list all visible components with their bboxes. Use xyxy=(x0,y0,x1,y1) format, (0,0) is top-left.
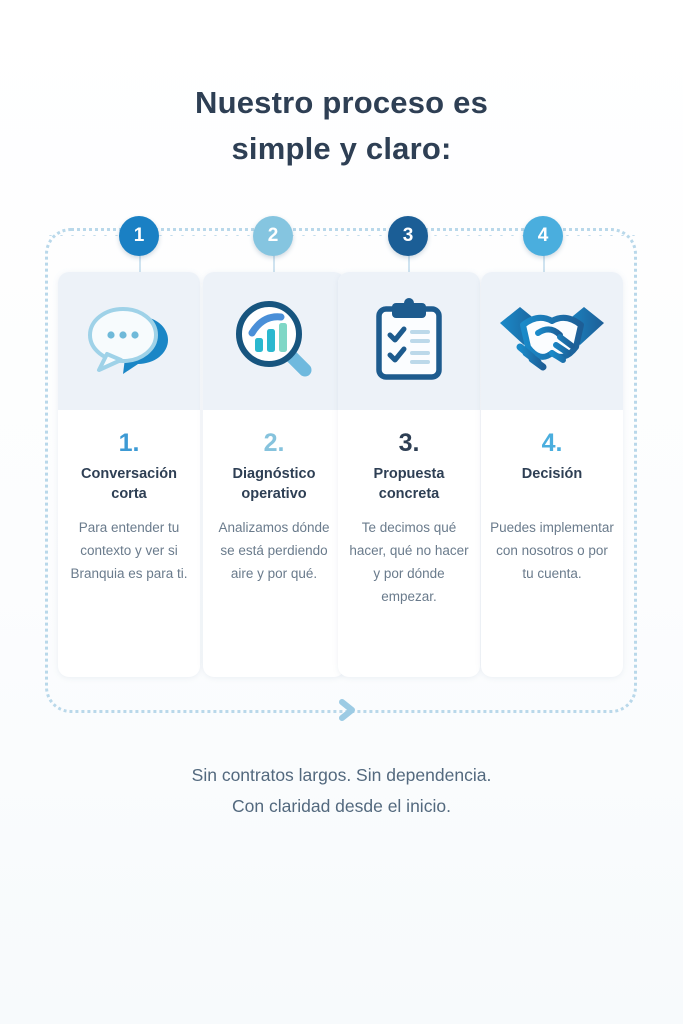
step-card-3-title: Propuesta concreta xyxy=(373,466,445,502)
step-card-3-icon-area xyxy=(338,272,480,410)
step-card-1-description: Para entender tu contexto y ver si Branq… xyxy=(70,520,188,581)
magnifier-chart-icon xyxy=(232,298,316,385)
badge-stem-3 xyxy=(408,254,410,276)
step-card-3[interactable]: 3. Propuesta concreta Te decimos qué hac… xyxy=(338,272,480,677)
step-card-4-number: 4. xyxy=(541,429,563,457)
step-card-2[interactable]: 2. Diagnóstico operativo Analizamos dónd… xyxy=(203,272,345,677)
step-card-1-body: 1. Conversación corta Para entender tu c… xyxy=(58,410,200,585)
page-title: Nuestro proceso es simple y claro: xyxy=(0,80,683,172)
step-card-1-icon-area xyxy=(58,272,200,410)
step-card-4-icon-area xyxy=(481,272,623,410)
step-card-3-body: 3. Propuesta concreta Te decimos qué hac… xyxy=(338,410,480,608)
footer-line-1: Sin contratos largos. Sin dependencia. xyxy=(191,765,492,785)
footer-text: Sin contratos largos. Sin dependencia. C… xyxy=(0,760,683,822)
badge-stem-2 xyxy=(273,254,275,276)
process-frame xyxy=(45,228,637,713)
step-badge-2[interactable]: 2 xyxy=(253,216,293,256)
handshake-icon xyxy=(498,303,606,380)
step-card-1-number: 1. xyxy=(118,429,140,457)
step-card-4-title: Decisión xyxy=(521,466,583,482)
step-card-1[interactable]: 1. Conversación corta Para entender tu c… xyxy=(58,272,200,677)
step-card-2-number: 2. xyxy=(263,429,285,457)
step-card-2-description: Analizamos dónde se está perdiendo aire … xyxy=(218,520,330,581)
step-badge-2-label: 2 xyxy=(267,225,279,246)
page-title-line-1: Nuestro proceso es xyxy=(194,85,489,120)
footer-line-2: Con claridad desde el inicio. xyxy=(232,796,451,816)
step-card-2-title: Diagnóstico operativo xyxy=(232,466,316,502)
step-card-4-description: Puedes implementar con nosotros o por tu… xyxy=(490,520,614,581)
step-card-4[interactable]: 4. Decisión Puedes implementar con nosot… xyxy=(481,272,623,677)
speech-bubbles-icon xyxy=(83,300,175,383)
page-title-line-2: simple y claro: xyxy=(231,131,452,166)
step-badge-1[interactable]: 1 xyxy=(119,216,159,256)
badge-stem-4 xyxy=(543,254,545,276)
step-card-2-body: 2. Diagnóstico operativo Analizamos dónd… xyxy=(203,410,345,585)
step-badge-3-label: 3 xyxy=(402,225,414,246)
step-badge-3[interactable]: 3 xyxy=(388,216,428,256)
step-card-4-body: 4. Decisión Puedes implementar con nosot… xyxy=(481,410,623,585)
step-card-3-number: 3. xyxy=(398,429,420,457)
step-badge-4[interactable]: 4 xyxy=(523,216,563,256)
timeline-rail xyxy=(45,234,637,237)
badge-stem-1 xyxy=(139,254,141,276)
step-badge-4-label: 4 xyxy=(537,225,549,246)
step-card-2-icon-area xyxy=(203,272,345,410)
clipboard-checklist-icon xyxy=(373,297,445,386)
step-badge-1-label: 1 xyxy=(133,225,145,246)
step-card-3-description: Te decimos qué hacer, qué no hacer y por… xyxy=(349,520,469,604)
chevron-right-icon xyxy=(334,697,360,723)
step-card-1-title: Conversación corta xyxy=(81,466,177,502)
